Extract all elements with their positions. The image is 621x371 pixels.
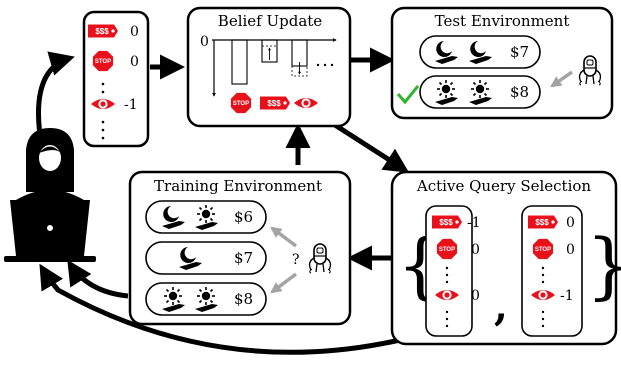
- price-tag-label: $$$: [95, 27, 109, 36]
- stop-sign-label: STOP: [95, 59, 111, 65]
- belief-update-box: [186, 6, 352, 128]
- train-option-1-price: $6: [234, 208, 253, 226]
- belief-ellipsis: [316, 63, 334, 67]
- arrow-query-to-user: [39, 263, 401, 355]
- train-option-2-price: $7: [234, 249, 253, 267]
- active-query-title: Active Query Selection: [416, 177, 592, 195]
- right-cost-value: 0: [566, 215, 575, 231]
- reward-vector-box: [82, 10, 150, 148]
- user-laptop-icon: [4, 128, 96, 262]
- checkmark-icon: [396, 85, 420, 105]
- robot-arrow-down: [270, 272, 298, 294]
- test-environment-title: Test Environment: [435, 12, 570, 30]
- svg-text:STOP: STOP: [233, 101, 249, 107]
- svg-text:$$$: $$$: [439, 218, 453, 227]
- svg-text:STOP: STOP: [439, 247, 455, 253]
- svg-text:STOP: STOP: [535, 247, 551, 253]
- test-option-1-price: $7: [510, 43, 529, 61]
- robot-arrow-up: [270, 226, 298, 248]
- belief-update-title: Belief Update: [218, 12, 323, 30]
- svg-text:$$$: $$$: [267, 99, 281, 108]
- test-option-2-price: $8: [510, 83, 529, 101]
- reward-cost-value: 0: [130, 24, 139, 40]
- axis-origin-label: 0: [200, 34, 209, 50]
- training-environment-title: Training Environment: [154, 177, 322, 195]
- train-option-3-price: $8: [234, 290, 253, 308]
- left-stop-value: 0: [471, 242, 480, 258]
- reward-vector-panel: $$$ 0 STOP 0 -1: [82, 10, 150, 148]
- comma-separator: ,: [494, 283, 508, 330]
- belief-update-panel: Belief Update 0 STOP $$$: [186, 6, 352, 128]
- left-eye-value: 0: [471, 288, 480, 304]
- training-environment-panel: Training Environment $6 $7 $8 ?: [128, 170, 352, 326]
- left-cost-value: -1: [467, 215, 481, 231]
- test-environment-panel: Test Environment $7 $8: [390, 6, 614, 120]
- arrow-belief-to-query: [333, 122, 410, 173]
- train-option-2: [145, 241, 267, 275]
- reward-stop-value: 0: [130, 54, 139, 70]
- svg-text:$$$: $$$: [535, 218, 549, 227]
- reward-eye-value: -1: [124, 97, 138, 113]
- robot-arrow: [550, 70, 574, 88]
- robot-question-mark: ?: [292, 252, 300, 268]
- right-eye-value: -1: [560, 288, 574, 304]
- right-brace: }: [586, 223, 621, 307]
- flow-arrows: [36, 47, 410, 355]
- arrow-train-to-user: [67, 259, 129, 299]
- active-query-panel: Active Query Selection { } , $$$ -1 STOP…: [390, 170, 621, 346]
- right-stop-value: 0: [566, 242, 575, 258]
- right-query-vector: [521, 205, 583, 337]
- belief-bar-1: [231, 39, 248, 85]
- left-query-vector: [425, 205, 473, 337]
